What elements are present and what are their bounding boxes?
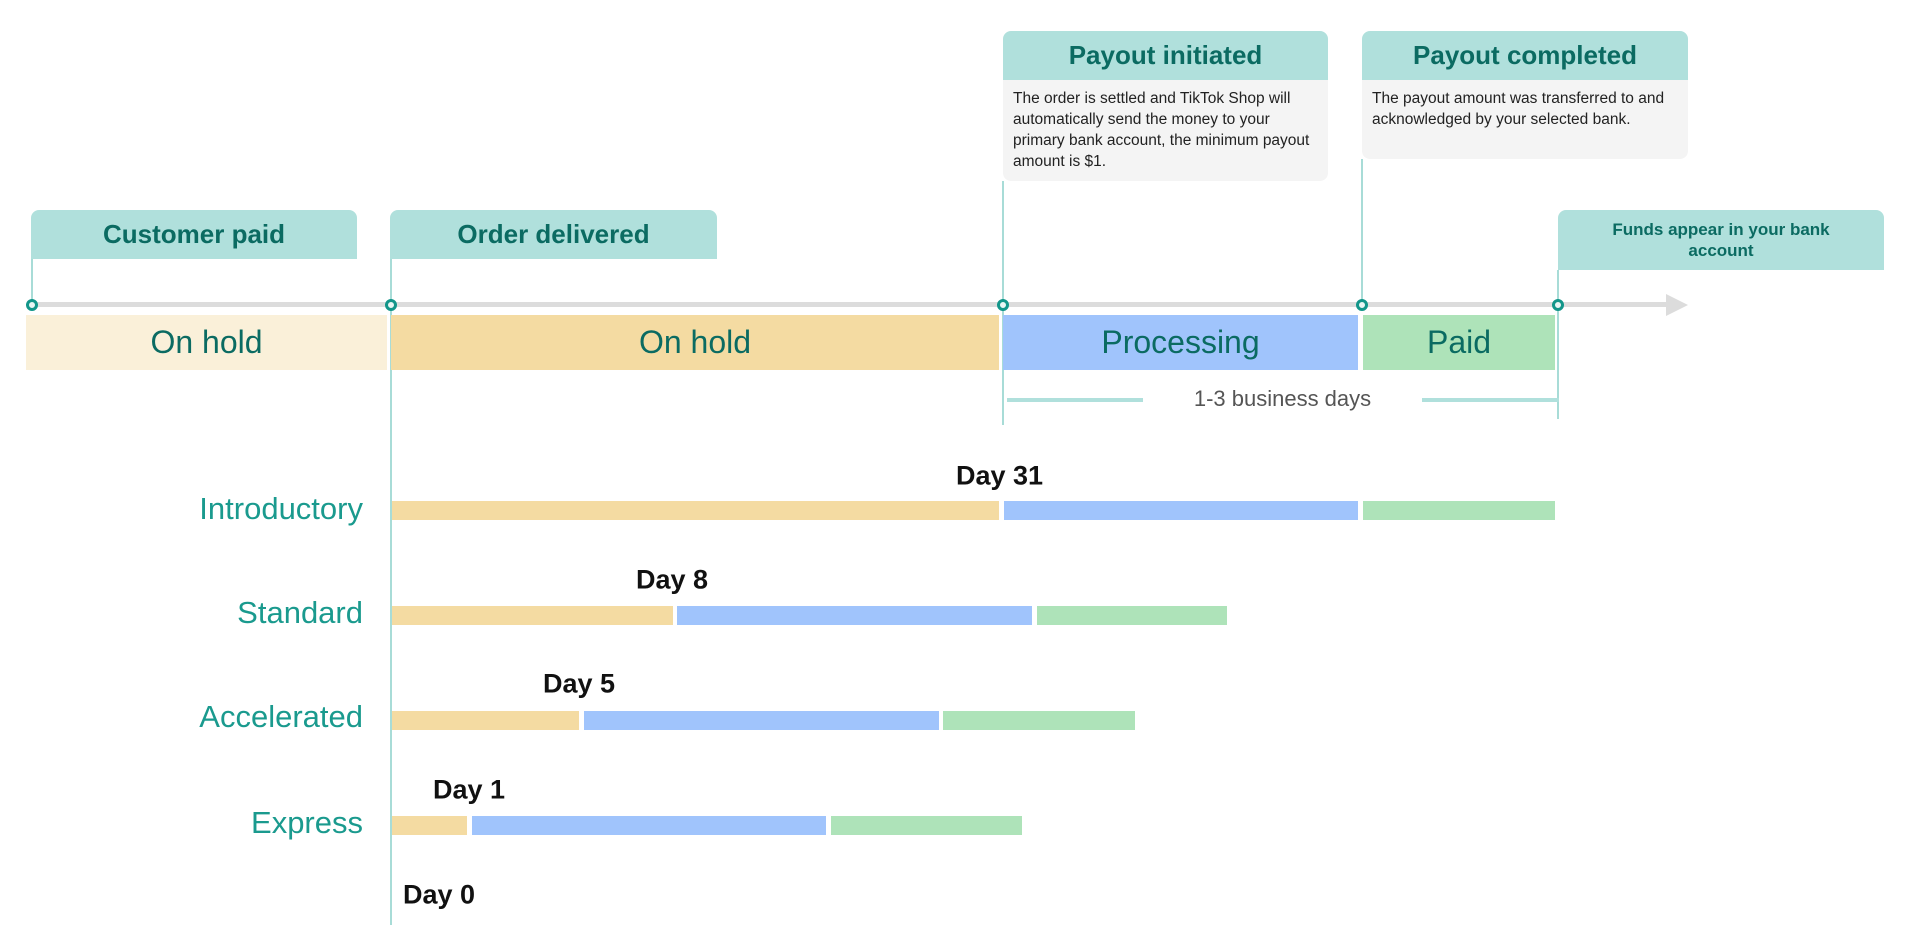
bar-paid	[1363, 501, 1555, 520]
milestone-dot	[1552, 299, 1564, 311]
milestone-dot	[997, 299, 1009, 311]
funds-appear-label: Funds appear in your bank account	[1558, 210, 1884, 270]
payout-initiated-card: Payout initiated The order is settled an…	[1003, 31, 1328, 181]
bar-on-hold	[392, 606, 673, 625]
timeline-axis	[32, 302, 1672, 307]
duration-line-right	[1422, 398, 1559, 402]
tier-day-introductory: Day 31	[956, 460, 1044, 491]
bar-processing	[472, 816, 826, 835]
order-delivered-label: Order delivered	[390, 210, 717, 259]
tier-day-express: Day 1	[433, 774, 506, 805]
milestone-dot	[385, 299, 397, 311]
payout-initiated-title: Payout initiated	[1003, 31, 1328, 80]
bar-on-hold	[392, 711, 579, 730]
bar-processing	[584, 711, 939, 730]
customer-paid-label: Customer paid	[31, 210, 357, 259]
tier-label-accelerated: Accelerated	[199, 699, 363, 734]
milestone-dot	[26, 299, 38, 311]
payout-initiated-description: The order is settled and TikTok Shop wil…	[1003, 80, 1328, 181]
payout-completed-card: Payout completed The payout amount was t…	[1362, 31, 1688, 159]
day0-guide-line	[390, 259, 392, 925]
arrow-head-icon	[1666, 294, 1688, 316]
bar-paid	[831, 816, 1022, 835]
start-day-label: Day 0	[403, 879, 476, 910]
tier-day-accelerated: Day 5	[543, 668, 616, 699]
stage-processing: Processing	[1003, 315, 1358, 370]
bar-paid	[943, 711, 1135, 730]
guide-line	[1557, 270, 1559, 419]
guide-line	[1361, 159, 1363, 305]
duration-line-left	[1007, 398, 1143, 402]
tier-label-introductory: Introductory	[199, 491, 363, 526]
stage-on-hold: On hold	[391, 315, 999, 370]
milestone-dot	[1356, 299, 1368, 311]
bar-processing	[1004, 501, 1358, 520]
tier-label-standard: Standard	[237, 595, 363, 630]
payout-completed-title: Payout completed	[1362, 31, 1688, 80]
guide-line	[31, 259, 33, 305]
bar-paid	[1037, 606, 1227, 625]
tier-label-express: Express	[251, 805, 363, 840]
stage-on-hold-pre: On hold	[26, 315, 387, 370]
payout-completed-description: The payout amount was transferred to and…	[1362, 80, 1688, 159]
tier-day-standard: Day 8	[636, 564, 709, 595]
bar-on-hold	[392, 816, 467, 835]
bar-on-hold	[392, 501, 999, 520]
bar-processing	[677, 606, 1032, 625]
duration-note: 1-3 business days	[1193, 386, 1372, 411]
stage-paid: Paid	[1363, 315, 1555, 370]
